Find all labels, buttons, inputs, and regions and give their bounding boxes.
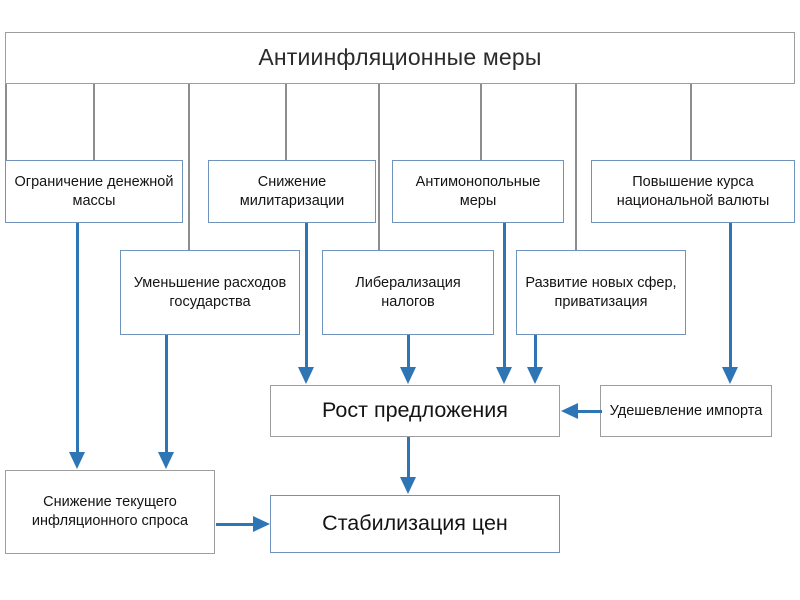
- node-label: Уменьшение расходов государства: [133, 274, 287, 310]
- edge-demand-to-stabilization: [216, 523, 254, 526]
- node-label: Снижение текущего инфляционного спроса: [31, 494, 189, 529]
- node-label: Снижение милитаризации: [239, 173, 345, 209]
- edge-militarization-to-supply: [305, 223, 308, 369]
- arrowhead-militarization-to-supply: [298, 367, 314, 384]
- edge-supply-to-stabilization: [407, 437, 410, 479]
- arrowhead-state-spending-to-demand: [158, 452, 174, 469]
- arrowhead-supply-to-stabilization: [400, 477, 416, 494]
- node-label: Антиинфляционные меры: [258, 44, 542, 71]
- node-antimonopoly-measures: Антимонопольные меры: [392, 160, 564, 223]
- node-limit-money-supply: Ограничение денежной массы: [5, 160, 183, 223]
- arrowhead-demand-to-stabilization: [253, 516, 270, 532]
- arrowhead-cheaper-imports-to-supply: [561, 403, 578, 419]
- edge-limit-money-to-demand: [76, 223, 79, 455]
- arrowhead-new-sectors-to-supply: [527, 367, 543, 384]
- edge-tax-liberalization-to-supply: [407, 335, 410, 369]
- arrowhead-tax-liberalization-to-supply: [400, 367, 416, 384]
- connector-title-2: [93, 84, 95, 160]
- node-title-antiinflation-measures: Антиинфляционные меры: [5, 32, 795, 84]
- node-label: Развитие новых сфер, приватизация: [525, 274, 677, 310]
- edge-state-spending-to-demand: [165, 335, 168, 455]
- connector-title-4-lower: [378, 160, 380, 250]
- node-label: Рост предложения: [322, 398, 508, 423]
- connector-title-8: [690, 84, 692, 160]
- edge-currency-to-cheaper-imports: [729, 223, 732, 369]
- node-reduce-militarization: Снижение милитаризации: [208, 160, 376, 223]
- node-label: Ограничение денежной массы: [14, 173, 174, 209]
- node-tax-liberalization: Либерализация налогов: [322, 250, 494, 335]
- connector-title-4: [285, 84, 287, 160]
- node-raise-national-currency-rate: Повышение курса национальной валюты: [591, 160, 795, 223]
- connector-title-6-lower: [575, 160, 577, 250]
- node-reduce-current-inflation-demand: Снижение текущего инфляционного спроса: [5, 470, 215, 554]
- connector-title-1: [5, 84, 7, 160]
- node-cheaper-imports: Удешевление импорта: [600, 385, 772, 437]
- node-label: Стабилизация цен: [322, 511, 508, 536]
- node-price-stabilization: Стабилизация цен: [270, 495, 560, 553]
- edge-new-sectors-to-supply: [534, 335, 537, 369]
- arrowhead-antimonopoly-to-supply: [496, 367, 512, 384]
- node-new-sectors-privatization: Развитие новых сфер, приватизация: [516, 250, 686, 335]
- arrowhead-limit-money-to-demand: [69, 452, 85, 469]
- node-label: Либерализация налогов: [355, 274, 461, 310]
- connector-title-7: [575, 84, 577, 160]
- node-label: Антимонопольные меры: [415, 173, 541, 209]
- node-supply-growth: Рост предложения: [270, 385, 560, 437]
- arrowhead-currency-to-cheaper-imports: [722, 367, 738, 384]
- connector-title-2-lower: [188, 160, 190, 250]
- node-label: Удешевление импорта: [609, 402, 763, 419]
- edge-cheaper-imports-to-supply: [578, 410, 602, 413]
- node-label: Повышение курса национальной валюты: [616, 173, 770, 209]
- node-reduce-state-spending: Уменьшение расходов государства: [120, 250, 300, 335]
- edge-antimonopoly-to-supply: [503, 223, 506, 369]
- connector-title-5: [378, 84, 380, 160]
- connector-title-6: [480, 84, 482, 160]
- connector-title-3: [188, 84, 190, 160]
